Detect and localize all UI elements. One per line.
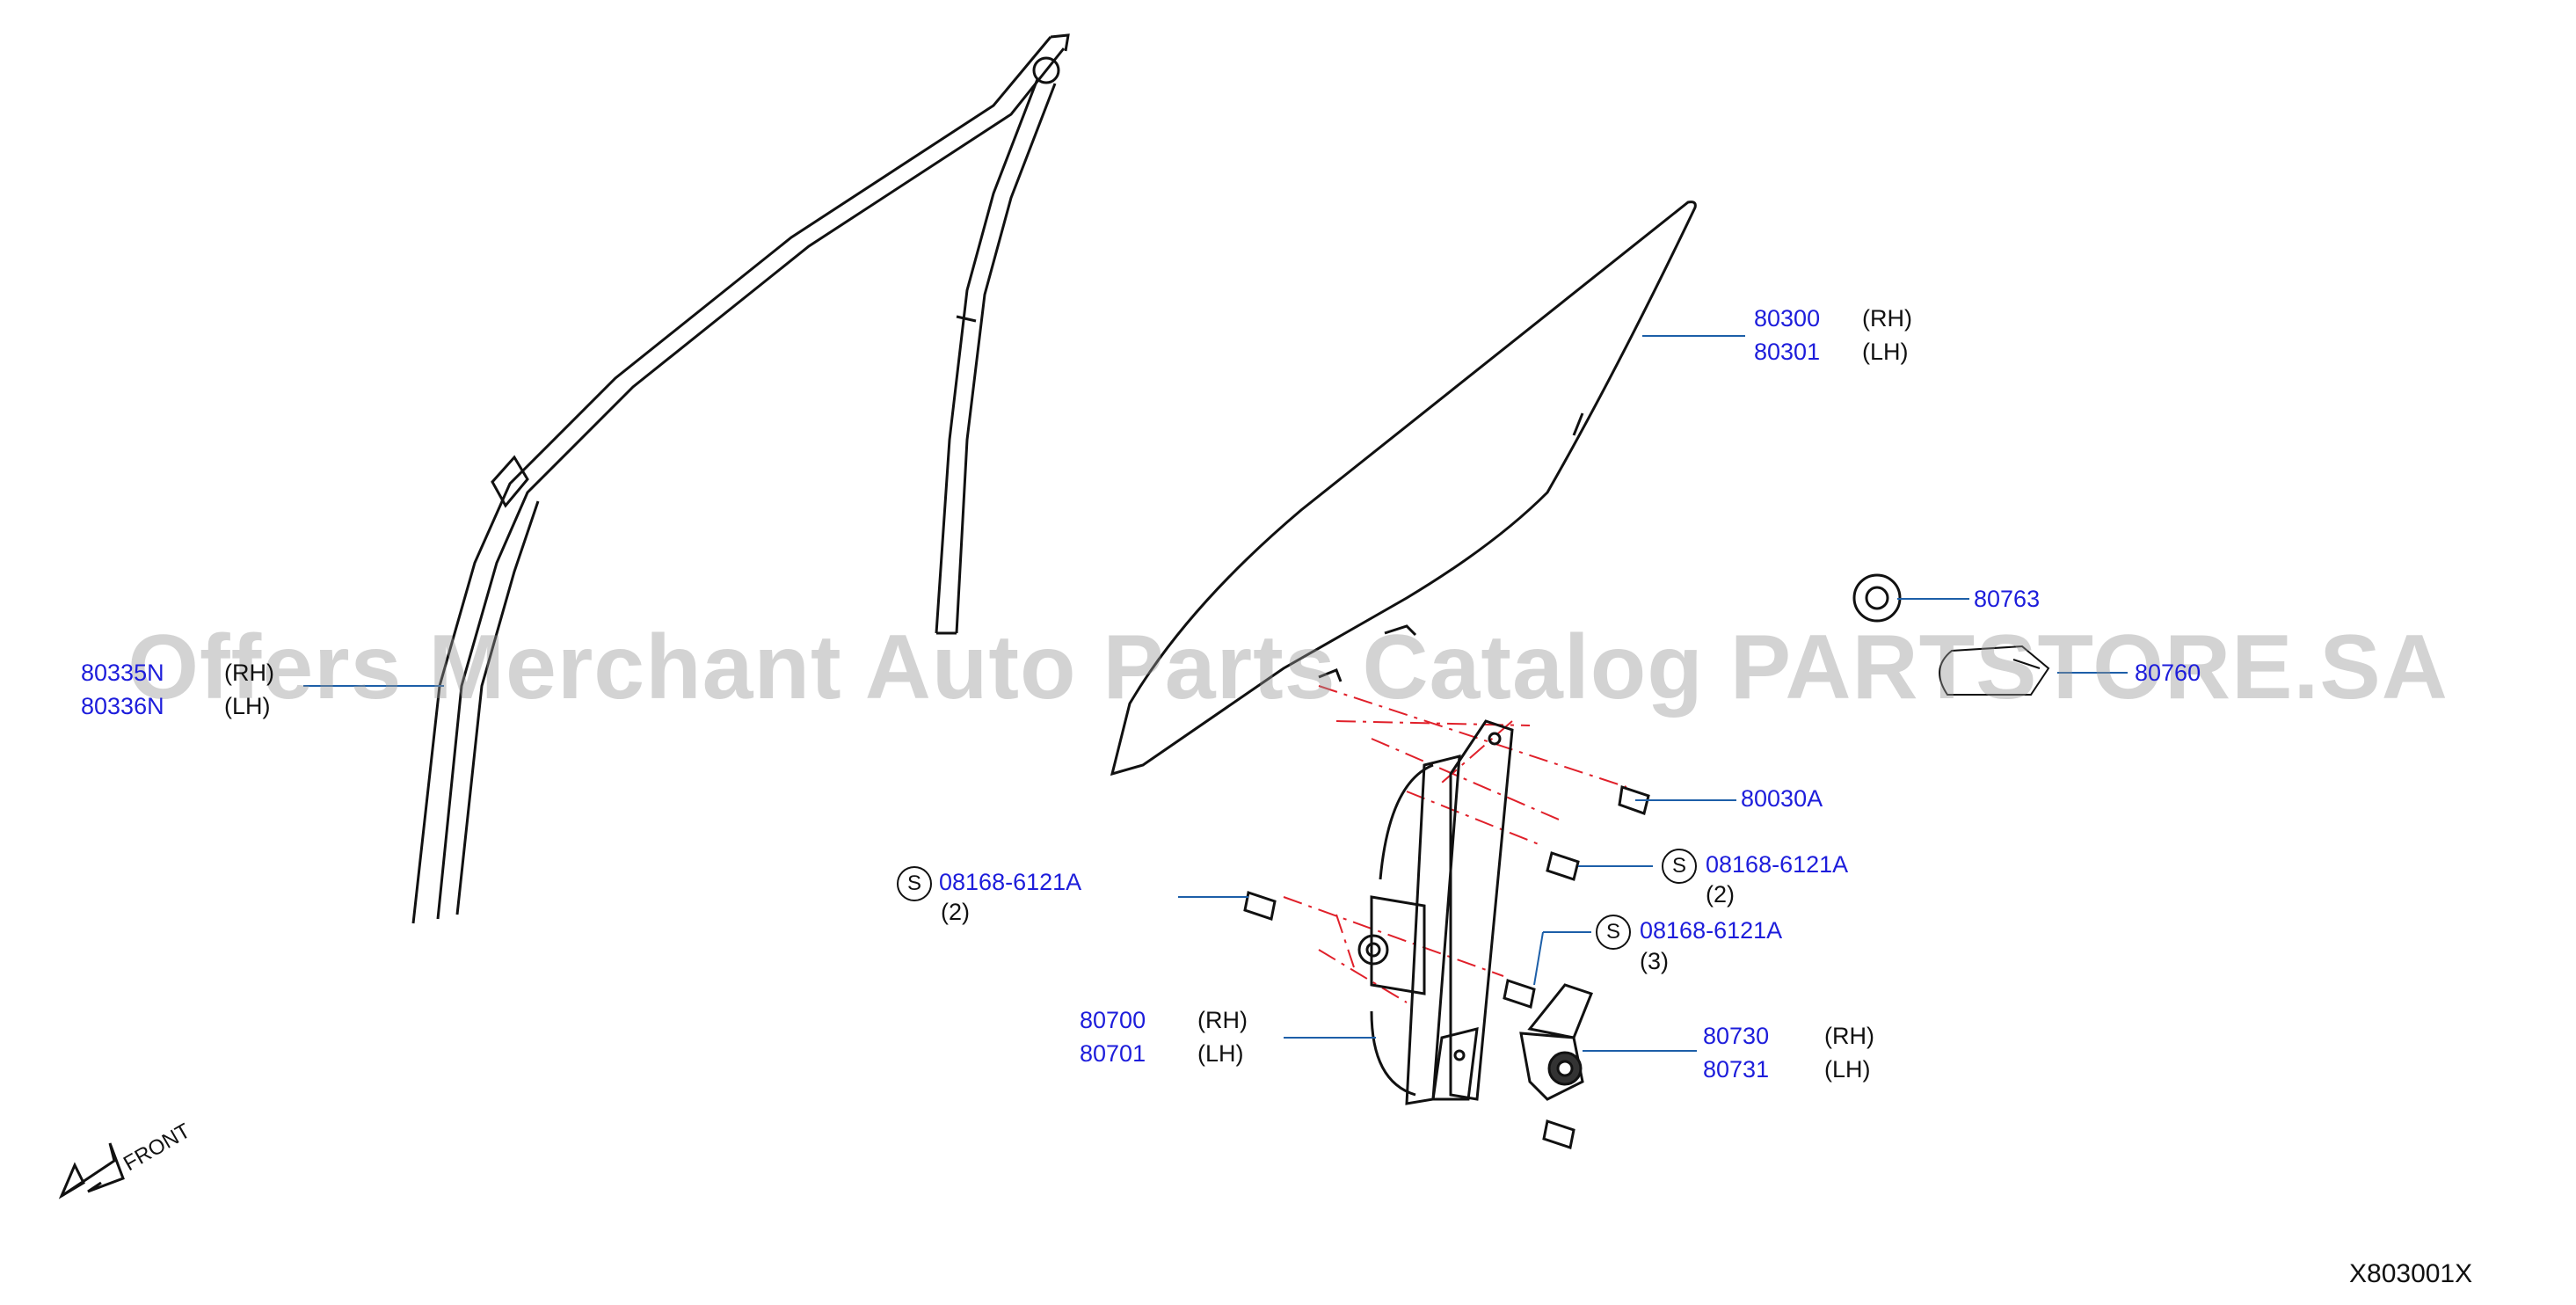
- grommet: [1852, 573, 1902, 623]
- side-label-lh: (LH): [224, 693, 271, 719]
- glass-run-channel: [411, 33, 1070, 924]
- side-label-rh: (RH): [224, 660, 274, 686]
- regulator-motor: [1519, 983, 1593, 1101]
- quantity-label: (3): [1640, 948, 1669, 974]
- bolts: [1243, 785, 1650, 1149]
- part-number-80701[interactable]: 80701: [1080, 1040, 1146, 1067]
- part-number-80335n[interactable]: 80335N: [81, 660, 164, 686]
- side-label-rh: (RH): [1862, 305, 1912, 332]
- part-number-80300[interactable]: 80300: [1754, 305, 1821, 332]
- standard-part-marker: S: [1662, 849, 1697, 884]
- quantity-label: (2): [1706, 881, 1735, 908]
- side-label-lh: (LH): [1824, 1056, 1871, 1083]
- part-number-80301[interactable]: 80301: [1754, 339, 1821, 365]
- standard-part-marker: S: [1596, 915, 1631, 950]
- part-number-80730[interactable]: 80730: [1703, 1023, 1770, 1049]
- side-label-lh: (LH): [1862, 339, 1909, 365]
- standard-part-marker: S: [897, 866, 932, 901]
- part-number-80763[interactable]: 80763: [1974, 586, 2041, 612]
- assembly-centerlines: [1283, 685, 1627, 1003]
- window-regulator: [1357, 719, 1514, 1105]
- part-number-08168-6121a[interactable]: 08168-6121A: [939, 869, 1082, 895]
- part-number-80760[interactable]: 80760: [2135, 660, 2201, 686]
- part-number-80731[interactable]: 80731: [1703, 1056, 1770, 1083]
- leader-lines: [303, 335, 2128, 1052]
- part-number-08168-6121a[interactable]: 08168-6121A: [1640, 917, 1783, 944]
- clip: [1939, 645, 2050, 696]
- side-label-rh: (RH): [1197, 1007, 1248, 1033]
- part-number-80030a[interactable]: 80030A: [1741, 785, 1823, 812]
- watermark: Offers Merchant Auto Parts Catalog PARTS…: [127, 616, 2449, 718]
- quantity-label: (2): [941, 899, 970, 925]
- part-number-80700[interactable]: 80700: [1080, 1007, 1146, 1033]
- part-number-80336n[interactable]: 80336N: [81, 693, 164, 719]
- diagram-code: X803001X: [2349, 1259, 2473, 1288]
- side-label-rh: (RH): [1824, 1023, 1874, 1049]
- door-glass: [1110, 200, 1697, 776]
- part-number-08168-6121a[interactable]: 08168-6121A: [1706, 851, 1849, 878]
- side-label-lh: (LH): [1197, 1040, 1244, 1067]
- front-arrow-icon: [58, 1142, 125, 1199]
